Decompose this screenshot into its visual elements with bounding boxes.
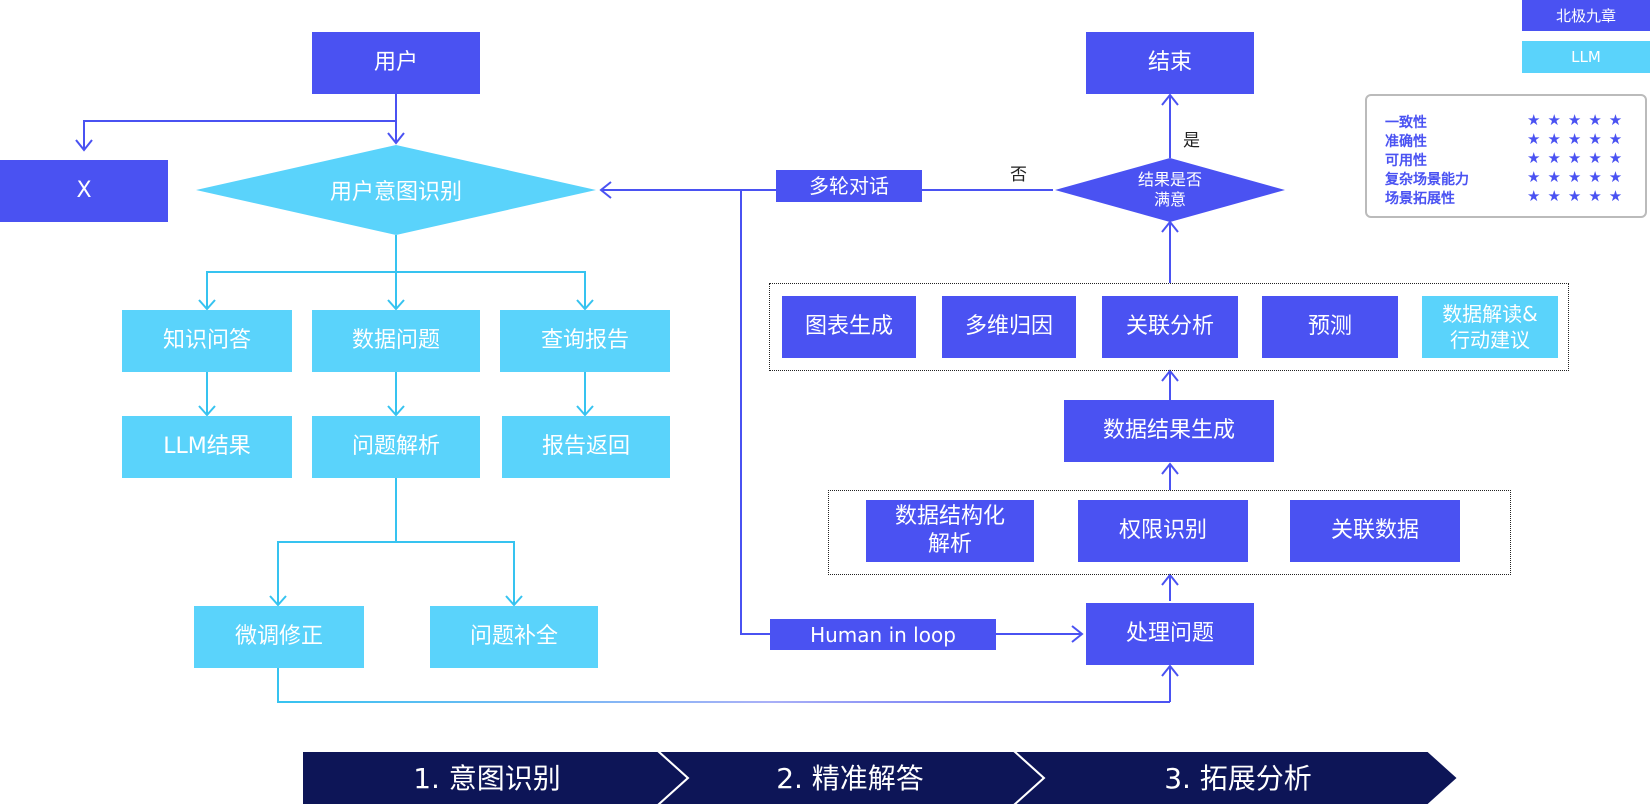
structured-line1: 数据结构化 <box>894 504 1005 529</box>
data-question-node: 数据问题 <box>312 310 480 372</box>
satisfied-label-line2: 满意 <box>1153 190 1186 209</box>
interpret-node: 数据解读& 行动建议 <box>1422 296 1558 358</box>
legend-row: 一致性 ★★★★★ <box>1385 111 1635 131</box>
intent-label: 用户意图识别 <box>329 180 462 205</box>
step-banner <box>301 750 1460 806</box>
step-3-shape <box>1011 750 1460 806</box>
query-report-node: 查询报告 <box>500 310 670 372</box>
question-parse-node: 问题解析 <box>312 416 480 478</box>
no-label: 否 <box>1010 165 1027 185</box>
step-2-label: 2. 精准解答 <box>776 762 924 795</box>
user-node: 用户 <box>312 32 480 94</box>
forecast-node: 预测 <box>1262 296 1398 358</box>
star-rating-icon: ★★★★★ <box>1527 168 1630 186</box>
end-node: 结束 <box>1086 32 1254 94</box>
legend-row: 场景拓展性 ★★★★★ <box>1385 187 1635 207</box>
structured-line2: 解析 <box>927 532 972 557</box>
legend-row: 可用性 ★★★★★ <box>1385 149 1635 169</box>
x-node: X <box>0 160 168 222</box>
legend-row-name: 一致性 <box>1385 115 1427 131</box>
user-connectors <box>75 94 405 152</box>
star-rating-icon: ★★★★★ <box>1527 130 1630 148</box>
correlation-node: 关联分析 <box>1102 296 1238 358</box>
multi-turn-node: 多轮对话 <box>776 170 922 202</box>
legend-key-dark: 北极九章 <box>1522 0 1650 31</box>
interpret-line1: 数据解读& <box>1442 302 1538 326</box>
llm-result-node: LLM结果 <box>122 416 292 478</box>
fine-tune-node: 微调修正 <box>194 606 364 668</box>
step-3-label: 3. 拓展分析 <box>1164 762 1312 795</box>
analysis-group <box>769 283 1569 371</box>
step-1-label: 1. 意图识别 <box>413 762 561 795</box>
legend-key-light: LLM <box>1522 41 1650 73</box>
related-data-node: 关联数据 <box>1290 500 1460 562</box>
structuring-group <box>828 490 1511 575</box>
human-loop-node: Human in loop <box>770 619 996 650</box>
bottom-feed-connector <box>277 667 1170 703</box>
intent-diamond <box>196 145 596 235</box>
multi-dim-node: 多维归因 <box>942 296 1076 358</box>
legend-row: 准确性 ★★★★★ <box>1385 130 1635 150</box>
chart-gen-node: 图表生成 <box>782 296 916 358</box>
star-rating-icon: ★★★★★ <box>1527 149 1630 167</box>
report-return-node: 报告返回 <box>502 416 670 478</box>
knowledge-qa-node: 知识问答 <box>122 310 292 372</box>
question-complete-node: 问题补全 <box>430 606 598 668</box>
star-rating-icon: ★★★★★ <box>1527 187 1630 205</box>
legend-row-name: 可用性 <box>1385 153 1427 169</box>
interpret-line2: 行动建议 <box>1450 328 1530 352</box>
legend-row: 复杂场景能力 ★★★★★ <box>1385 168 1635 188</box>
star-rating-icon: ★★★★★ <box>1527 111 1630 129</box>
structured-node: 数据结构化 解析 <box>866 500 1034 562</box>
satisfied-diamond <box>1055 158 1285 222</box>
intent-branch-connectors <box>198 235 594 607</box>
legend-row-name: 准确性 <box>1385 134 1427 150</box>
legend-row-name: 场景拓展性 <box>1385 191 1455 207</box>
yes-label: 是 <box>1183 131 1200 151</box>
rating-legend: 一致性 ★★★★★ 准确性 ★★★★★ 可用性 ★★★★★ 复杂场景能力 ★★★… <box>1365 94 1647 218</box>
satisfied-label: 结果是否 满意 <box>1110 168 1230 212</box>
satisfied-label-line1: 结果是否 <box>1137 170 1202 189</box>
legend-row-name: 复杂场景能力 <box>1385 172 1469 188</box>
permission-node: 权限识别 <box>1078 500 1248 562</box>
process-node: 处理问题 <box>1086 603 1254 665</box>
result-gen-node: 数据结果生成 <box>1064 400 1274 462</box>
